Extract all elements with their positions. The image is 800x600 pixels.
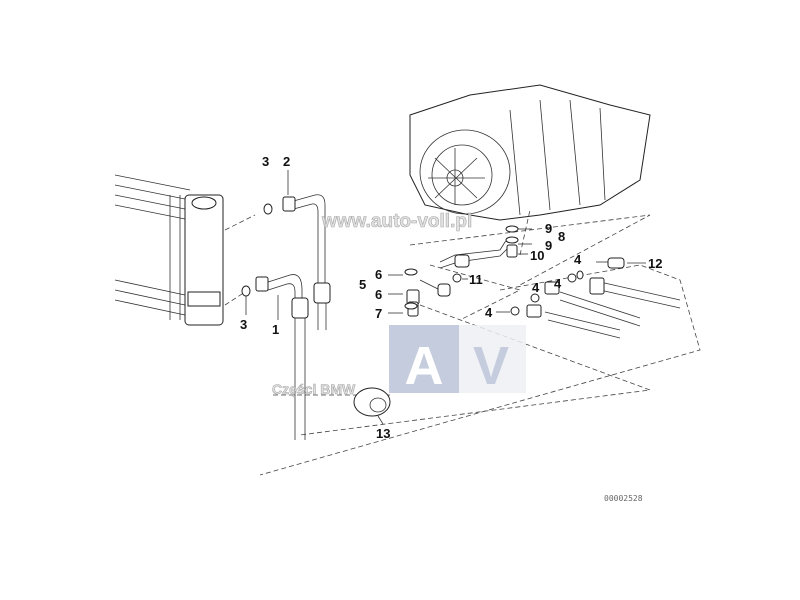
callout-12: 12 (648, 256, 662, 271)
callout-8: 8 (558, 229, 565, 244)
callout-4-d: 4 (485, 305, 493, 320)
watermark: A V www.auto-voll.pl Części BMW (272, 211, 526, 397)
logo-letter-a: A (405, 336, 444, 396)
callout-6-bottom: 6 (375, 287, 382, 302)
logo-box-v (459, 325, 526, 393)
callout-4-c: 4 (532, 280, 540, 295)
radiator (114, 174, 224, 326)
caption-watermark: Części BMW (272, 381, 356, 397)
reference-number: 00002528 (604, 494, 643, 503)
logo-box-a (389, 325, 459, 393)
url-watermark: www.auto-voll.pl (321, 211, 472, 232)
callout-3-top: 3 (262, 154, 269, 169)
oil-cooler-lines (241, 194, 681, 440)
callout-10: 10 (530, 248, 544, 263)
callout-5: 5 (359, 277, 366, 292)
callout-2: 2 (283, 154, 290, 169)
callout-1: 1 (272, 322, 279, 337)
callout-13: 13 (376, 426, 390, 441)
transmission (409, 84, 651, 221)
callout-11: 11 (469, 272, 483, 287)
callout-leaders (245, 170, 646, 425)
callout-4-b: 4 (554, 276, 562, 291)
logo-letter-v: V (473, 336, 509, 396)
callout-7: 7 (375, 306, 382, 321)
callout-9-bottom: 9 (545, 238, 552, 253)
callout-6-top: 6 (375, 267, 382, 282)
callout-9-top: 9 (545, 221, 552, 236)
callout-3-bottom: 3 (240, 317, 247, 332)
callout-4-a: 4 (574, 252, 582, 267)
